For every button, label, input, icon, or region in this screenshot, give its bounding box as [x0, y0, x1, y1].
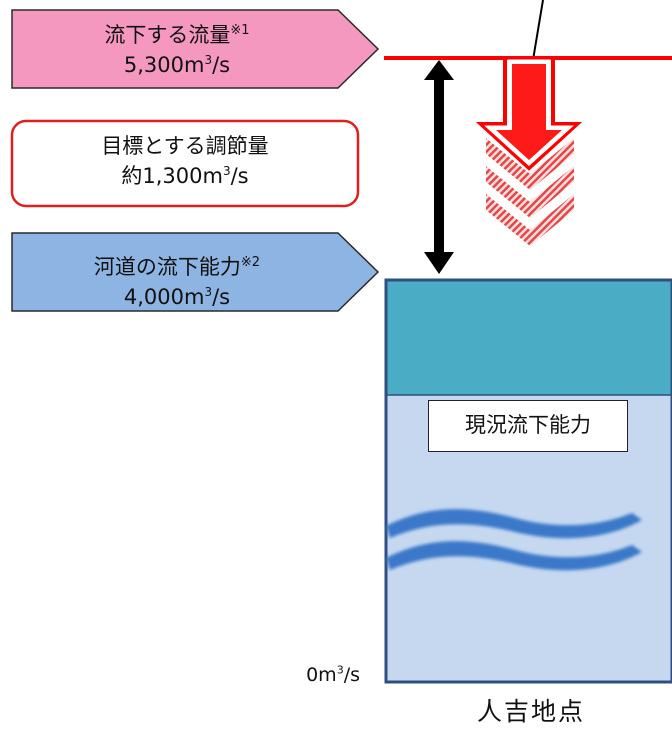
- capacity-pennant: [11, 232, 380, 312]
- target-label: 目標とする調節量: [101, 134, 269, 158]
- zero-value-unit: /s: [343, 664, 360, 686]
- capacity-value-exponent: 3: [204, 285, 213, 299]
- flow-callout: 流下する流量※1 5,300m3/s: [12, 20, 342, 80]
- difference-double-arrow: [424, 60, 454, 274]
- flow-value: 5,300m: [123, 53, 205, 77]
- target-box: [10, 119, 360, 208]
- zero-baseline-label: 0m3/s: [230, 664, 360, 686]
- zero-value-exponent: 3: [336, 663, 344, 677]
- capacity-note: ※2: [240, 255, 261, 270]
- water-wave-icon: [386, 509, 642, 571]
- chevron-stack: [486, 138, 574, 246]
- flow-note: ※1: [230, 23, 250, 38]
- flow-value-unit: /s: [212, 53, 231, 77]
- flow-value-exponent: 3: [204, 53, 213, 67]
- capacity-value: 4,000m: [123, 285, 205, 309]
- current-capacity-label: 現況流下能力: [428, 400, 628, 452]
- river-column-frame: [384, 278, 672, 684]
- capacity-label: 河道の流下能力: [93, 255, 241, 279]
- flow-pennant: [11, 9, 380, 89]
- target-value-exponent: 3: [222, 164, 231, 178]
- capacity-value-unit: /s: [212, 285, 231, 309]
- flow-label: 流下する流量: [104, 23, 231, 47]
- capacity-callout: 河道の流下能力※2 4,000m3/s: [12, 252, 342, 312]
- target-value: 約1,300m: [121, 164, 223, 188]
- site-label: 人吉地点: [476, 697, 585, 726]
- zero-value: 0m: [306, 664, 337, 686]
- target-callout: 目標とする調節量 約1,300m3/s: [12, 131, 358, 191]
- target-value-unit: /s: [230, 164, 249, 188]
- teal-block: [386, 280, 672, 395]
